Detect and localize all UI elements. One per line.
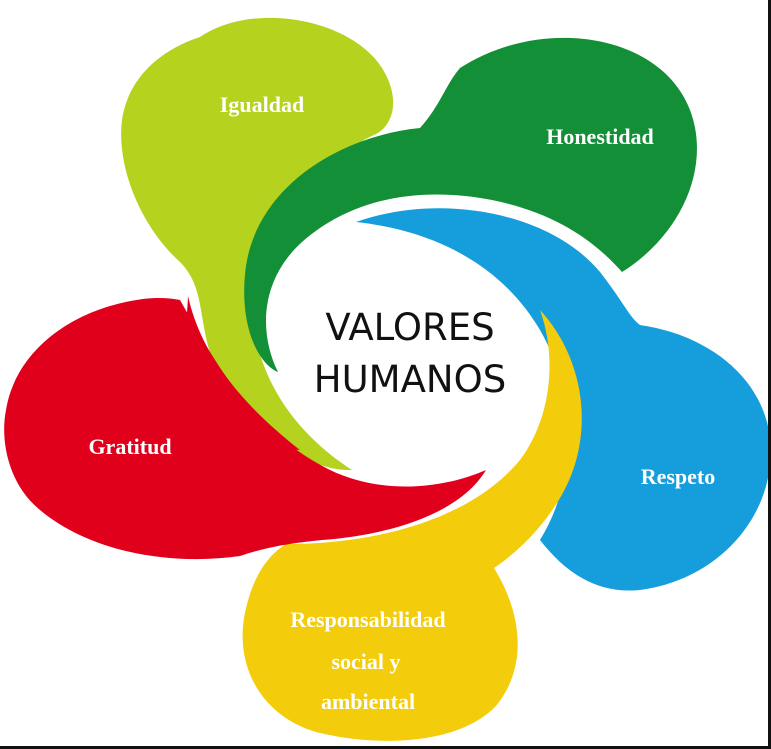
label-responsabilidad-line1: Responsabilidad bbox=[290, 607, 445, 632]
bottom-border bbox=[0, 746, 771, 749]
label-gratitud: Gratitud bbox=[88, 434, 171, 459]
center-title-line1: VALORES bbox=[325, 306, 494, 349]
label-igualdad: Igualdad bbox=[220, 92, 304, 117]
label-honestidad: Honestidad bbox=[546, 124, 654, 149]
label-responsabilidad-line2: social y bbox=[331, 649, 400, 674]
petal-gratitud-body bbox=[4, 298, 486, 560]
label-respeto: Respeto bbox=[641, 464, 716, 489]
petal-honestidad bbox=[244, 37, 697, 372]
right-border bbox=[768, 0, 771, 749]
center-title-line2: HUMANOS bbox=[314, 358, 506, 401]
label-responsabilidad-line3: ambiental bbox=[321, 689, 415, 714]
petal-respeto bbox=[356, 208, 771, 591]
petal-responsabilidad bbox=[242, 310, 582, 741]
